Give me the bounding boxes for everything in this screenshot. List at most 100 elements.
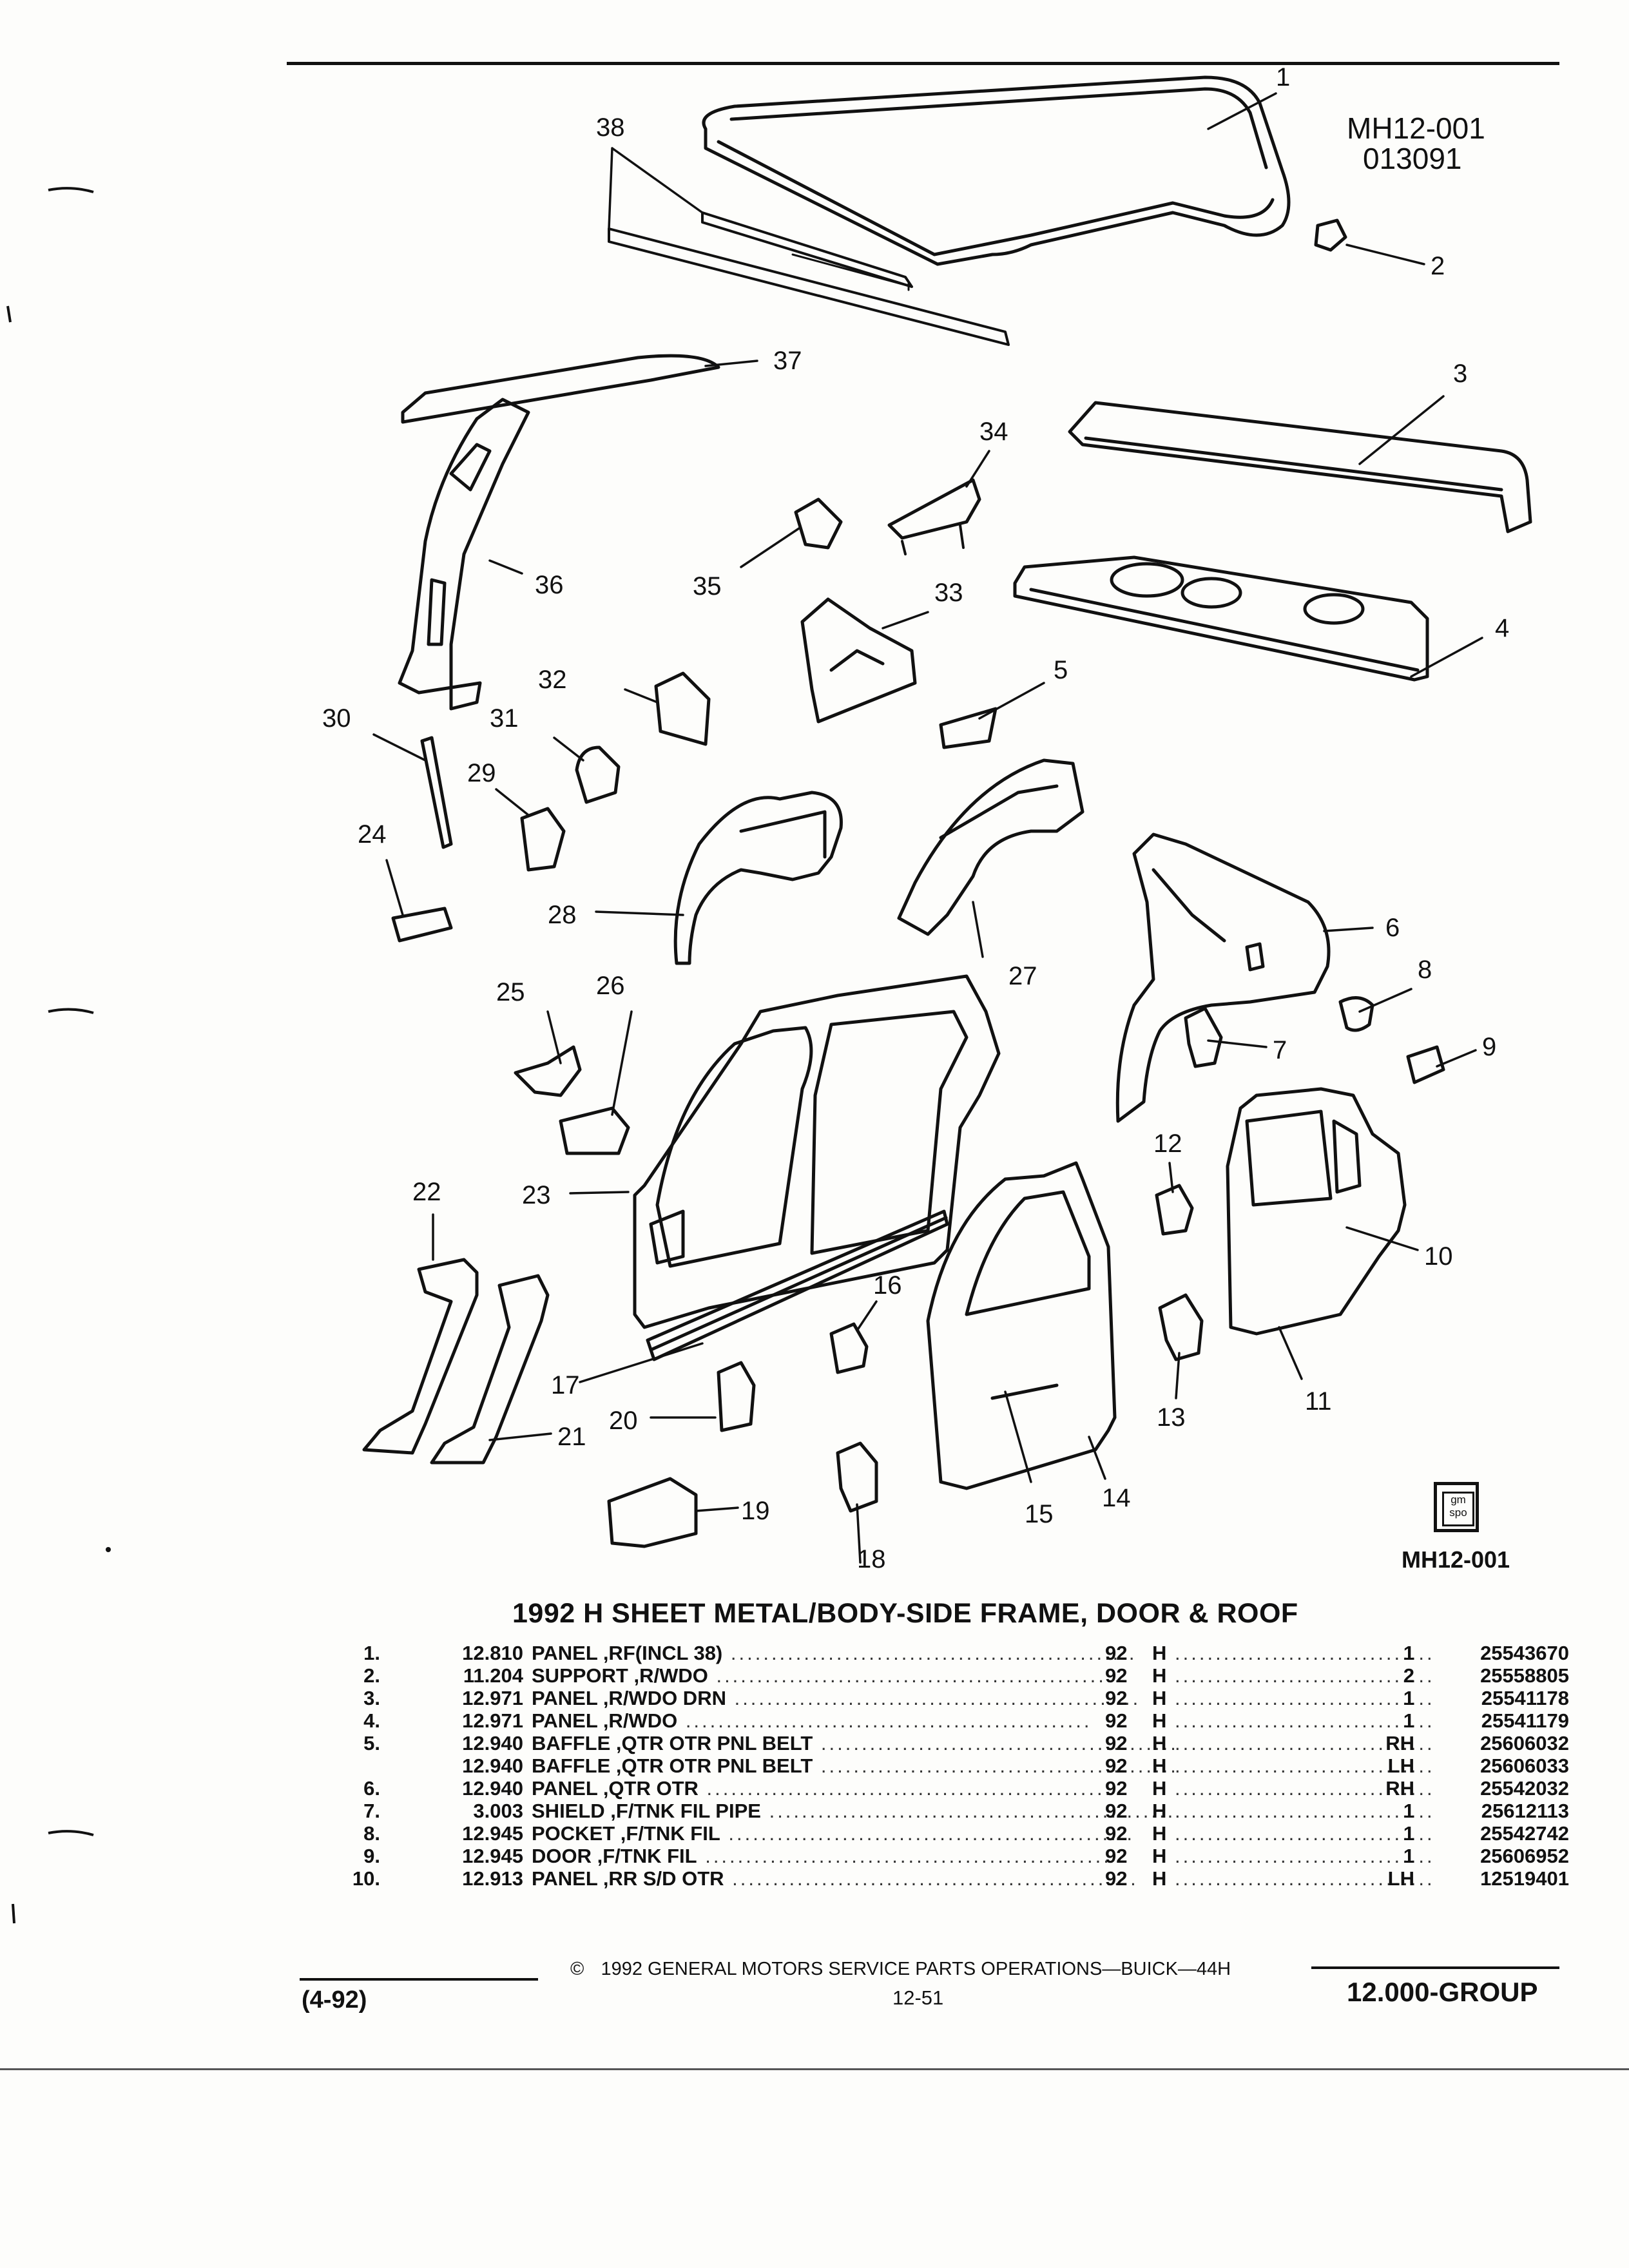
diagram-reference-code: MH12-001 — [1402, 1546, 1510, 1573]
callout-16: 16 — [873, 1271, 902, 1300]
copyright-symbol: © — [570, 1959, 584, 1979]
callout-12: 12 — [1153, 1129, 1182, 1158]
hinge-reinforcement-upper-part — [514, 1045, 582, 1097]
group-label: 12.000-GROUP — [1347, 1977, 1538, 2007]
callout-27: 27 — [1008, 962, 1037, 990]
footer-rule-right — [1311, 1966, 1559, 1969]
item-number: 2. — [363, 1664, 380, 1687]
quantity: 1 — [1403, 1687, 1414, 1709]
model-year: 92 — [1105, 1687, 1128, 1709]
callout-23: 23 — [522, 1181, 551, 1209]
part-number: 25612113 — [1481, 1800, 1569, 1822]
callout-24: 24 — [358, 820, 387, 849]
parts-row: 12.940 BAFFLE ,QTR OTR PNL BELT ........… — [335, 1754, 1572, 1777]
parts-row: 7. 3.003 SHIELD ,F/TNK FIL PIPE ........… — [335, 1800, 1572, 1822]
quantity: RH — [1385, 1732, 1414, 1754]
callout-15: 15 — [1025, 1500, 1054, 1528]
quantity: 1 — [1403, 1822, 1414, 1845]
callout-10: 10 — [1424, 1242, 1453, 1271]
series: H ................................ — [1152, 1709, 1435, 1732]
parts-row: 9. 12.945 DOOR ,F/TNK FIL ..............… — [335, 1845, 1572, 1867]
series: H ................................ — [1152, 1642, 1435, 1664]
fuel-filler-door-part — [1406, 1045, 1445, 1084]
scan-edge-marks — [6, 187, 111, 1924]
callout-4: 4 — [1495, 614, 1510, 642]
rocker-sill-part — [646, 1209, 949, 1361]
item-number: 5. — [363, 1732, 380, 1754]
quantity: 2 — [1403, 1664, 1414, 1687]
parts-row: 4. 12.971 PANEL ,R/WDO .................… — [335, 1709, 1572, 1732]
item-number: 10. — [352, 1867, 380, 1890]
item-number: 8. — [363, 1822, 380, 1845]
model-year: 92 — [1105, 1664, 1128, 1687]
part-description: SHIELD ,F/TNK FIL PIPE .................… — [532, 1800, 1176, 1822]
part-number: 25558805 — [1480, 1664, 1569, 1687]
callout-22: 22 — [412, 1178, 441, 1206]
revision-date: (4-92) — [302, 1986, 367, 2013]
callout-31: 31 — [490, 704, 519, 733]
quantity: 1 — [1403, 1845, 1414, 1867]
parts-row: 8. 12.945 POCKET ,F/TNK FIL ............… — [335, 1822, 1572, 1845]
callout-11: 11 — [1305, 1387, 1332, 1416]
callout-30: 30 — [322, 704, 351, 733]
callout-1: 1 — [1276, 63, 1291, 91]
callout-14: 14 — [1102, 1484, 1131, 1512]
gm-spo-badge: gm spo — [1434, 1482, 1479, 1532]
model-year: 92 — [1105, 1642, 1128, 1664]
item-number: 4. — [363, 1709, 380, 1732]
parts-row: 10. 12.913 PANEL ,RR S/D OTR ...........… — [335, 1867, 1572, 1890]
rear-door-check-part — [1158, 1293, 1204, 1361]
series: H ................................ — [1152, 1754, 1435, 1777]
quantity: 1 — [1403, 1800, 1414, 1822]
callout-2: 2 — [1431, 252, 1445, 280]
front-pillar-reinforcement-part — [430, 1274, 550, 1465]
item-number: 7. — [363, 1800, 380, 1822]
front-door-part — [926, 1161, 1117, 1490]
callout-17: 17 — [551, 1371, 580, 1399]
group-number: 11.204 — [463, 1664, 523, 1687]
model-year: 92 — [1105, 1732, 1128, 1754]
model-year: 92 — [1105, 1867, 1128, 1890]
callout-6: 6 — [1385, 914, 1400, 942]
callout-32: 32 — [538, 666, 567, 694]
callout-20: 20 — [609, 1407, 638, 1435]
group-number: 12.971 — [462, 1709, 523, 1732]
callout-26: 26 — [596, 972, 625, 1000]
group-number: 3.003 — [473, 1800, 523, 1822]
part-number: 25606032 — [1480, 1732, 1569, 1754]
parts-row: 6. 12.940 PANEL ,QTR OTR ...............… — [335, 1777, 1572, 1800]
roof-reinforcement-part — [608, 211, 1010, 346]
callout-19: 19 — [741, 1497, 770, 1525]
diagram-code: MH12-001 — [1347, 111, 1485, 145]
diagram-date-code: 013091 — [1363, 142, 1462, 175]
part-description: BAFFLE ,QTR OTR PNL BELT ...............… — [532, 1732, 1176, 1754]
door-check-part — [1155, 1184, 1194, 1236]
fuel-filler-pocket-part — [1338, 996, 1374, 1032]
model-year: 92 — [1105, 1822, 1128, 1845]
copyright-text: 1992 GENERAL MOTORS SERVICE PARTS OPERAT… — [601, 1959, 1231, 1979]
center-pillar-part — [398, 398, 530, 711]
item-number: 1. — [363, 1642, 380, 1664]
part-number: 25542032 — [1480, 1777, 1569, 1800]
callout-38: 38 — [596, 113, 625, 142]
hinge-pillar-block-part — [607, 1477, 698, 1548]
part-number: 25541179 — [1481, 1709, 1569, 1732]
group-number: 12.940 — [462, 1732, 523, 1754]
part-number: 25606952 — [1480, 1845, 1569, 1867]
quantity: LH — [1387, 1754, 1414, 1777]
item-number: 9. — [363, 1845, 380, 1867]
part-description: PANEL ,QTR OTR .........................… — [532, 1777, 1113, 1800]
callout-28: 28 — [548, 901, 577, 929]
pillar-strip-part — [420, 736, 453, 849]
wheelhouse-part — [673, 791, 843, 965]
parts-diagram — [362, 75, 1532, 1564]
belt-baffle-part — [939, 707, 998, 749]
group-number: 12.913 — [462, 1867, 523, 1890]
bracket-part — [887, 478, 981, 540]
front-door-hinge-part — [836, 1441, 878, 1513]
part-description: PANEL ,R/WDO ...........................… — [532, 1709, 1092, 1732]
model-year: 92 — [1105, 1777, 1128, 1800]
series: H ................................ — [1152, 1867, 1435, 1890]
window-drain-panel-part — [1068, 401, 1532, 533]
quantity: RH — [1385, 1777, 1414, 1800]
